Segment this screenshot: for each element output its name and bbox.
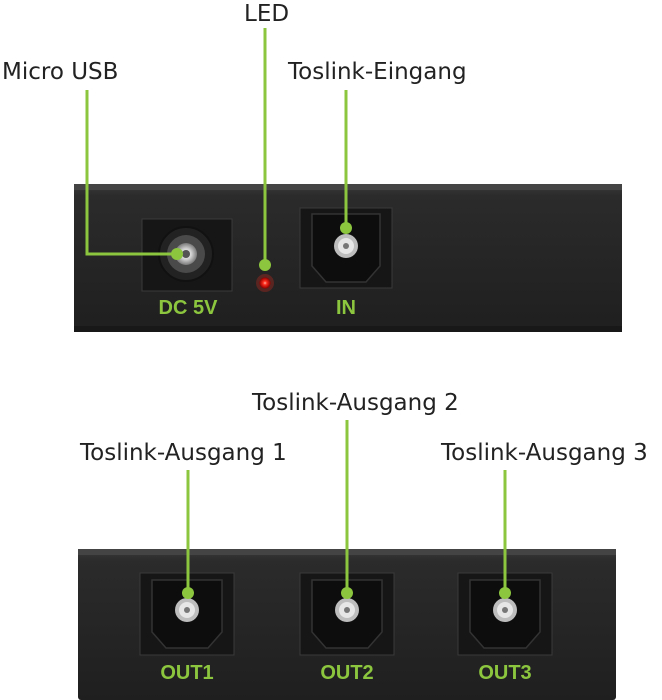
toslink-out2-port [299,572,395,656]
leader-dot-toslink-in [340,222,352,234]
leader-dot-out3 [499,587,511,599]
port-label-in: IN [336,297,356,319]
leader-line-micro-usb [85,90,180,256]
callout-toslink-out-2: Toslink-Ausgang 2 [252,390,459,416]
callout-toslink-out-3: Toslink-Ausgang 3 [441,440,648,466]
toslink-out1-port [139,572,235,656]
port-label-out1: OUT1 [160,662,214,684]
leader-dot-out2 [341,587,353,599]
leader-dot-micro-usb [171,248,183,260]
callout-micro-usb: Micro USB [2,59,119,85]
dc-jack [141,218,233,292]
port-label-dc: DC 5V [158,297,218,319]
callout-toslink-in: Toslink-Eingang [288,59,467,85]
port-label-out3: OUT3 [478,662,532,684]
callout-toslink-out-1: Toslink-Ausgang 1 [80,440,287,466]
port-label-out2: OUT2 [320,662,374,684]
leader-dot-led [259,259,271,271]
led-indicator [256,274,274,292]
leader-dot-out1 [182,587,194,599]
callout-led: LED [244,1,290,27]
